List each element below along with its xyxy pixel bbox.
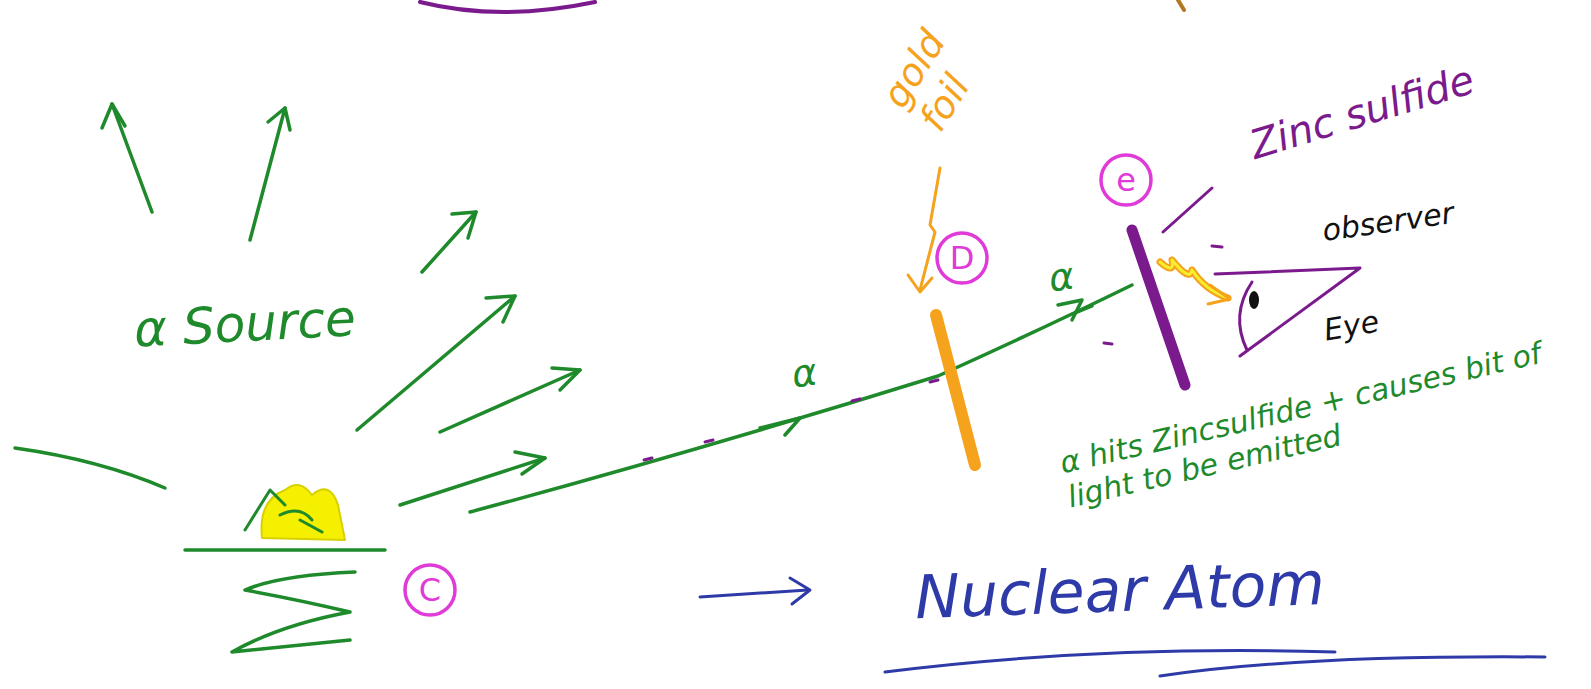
gold-foil-sheet: [936, 315, 975, 465]
alpha-rays: [15, 104, 1132, 512]
light-flash-core: [1160, 260, 1228, 298]
blue-arrow-head: [790, 578, 810, 604]
callout-circle: e: [1098, 152, 1154, 208]
source-squiggle: [245, 490, 322, 532]
source-label: α Source: [133, 290, 357, 359]
mark-fragment: [1178, 0, 1184, 10]
gold-foil-pointer: [920, 168, 940, 290]
eye-pupil: [1249, 291, 1259, 309]
source-zigzag: [232, 572, 355, 652]
callout-circle: C: [402, 562, 458, 618]
observer-label: observer: [1320, 196, 1456, 249]
eye-label: Eye: [1322, 304, 1382, 348]
callout-letter: e: [1098, 152, 1154, 196]
note-text: α hits Zincsulfide + causes bit of light…: [1057, 334, 1560, 514]
gold-foil-label: gold foil: [874, 17, 996, 140]
eye-lid: [1240, 282, 1252, 350]
underline: [885, 651, 1335, 672]
light-arrowhead: [1208, 285, 1230, 304]
alpha-label: α: [1047, 255, 1078, 302]
callout-letter: C: [402, 562, 458, 606]
callout-circle: D: [934, 230, 990, 286]
underline: [1160, 657, 1545, 676]
heading-text: Nuclear Atom: [914, 548, 1326, 631]
blue-arrow: [700, 590, 808, 597]
callout-letter: D: [934, 230, 990, 274]
arc-fragment: [420, 2, 595, 12]
zinc-sulfide-screen: [1132, 230, 1185, 385]
source-base: [185, 548, 385, 552]
zinc-sulfide-leader: [1163, 188, 1212, 232]
zinc-sulfide-label: Zinc sulfide: [1244, 56, 1479, 168]
light-flash: [1160, 260, 1228, 298]
alpha-label: α: [790, 351, 821, 398]
gold-foil-pointer-head: [908, 275, 932, 292]
